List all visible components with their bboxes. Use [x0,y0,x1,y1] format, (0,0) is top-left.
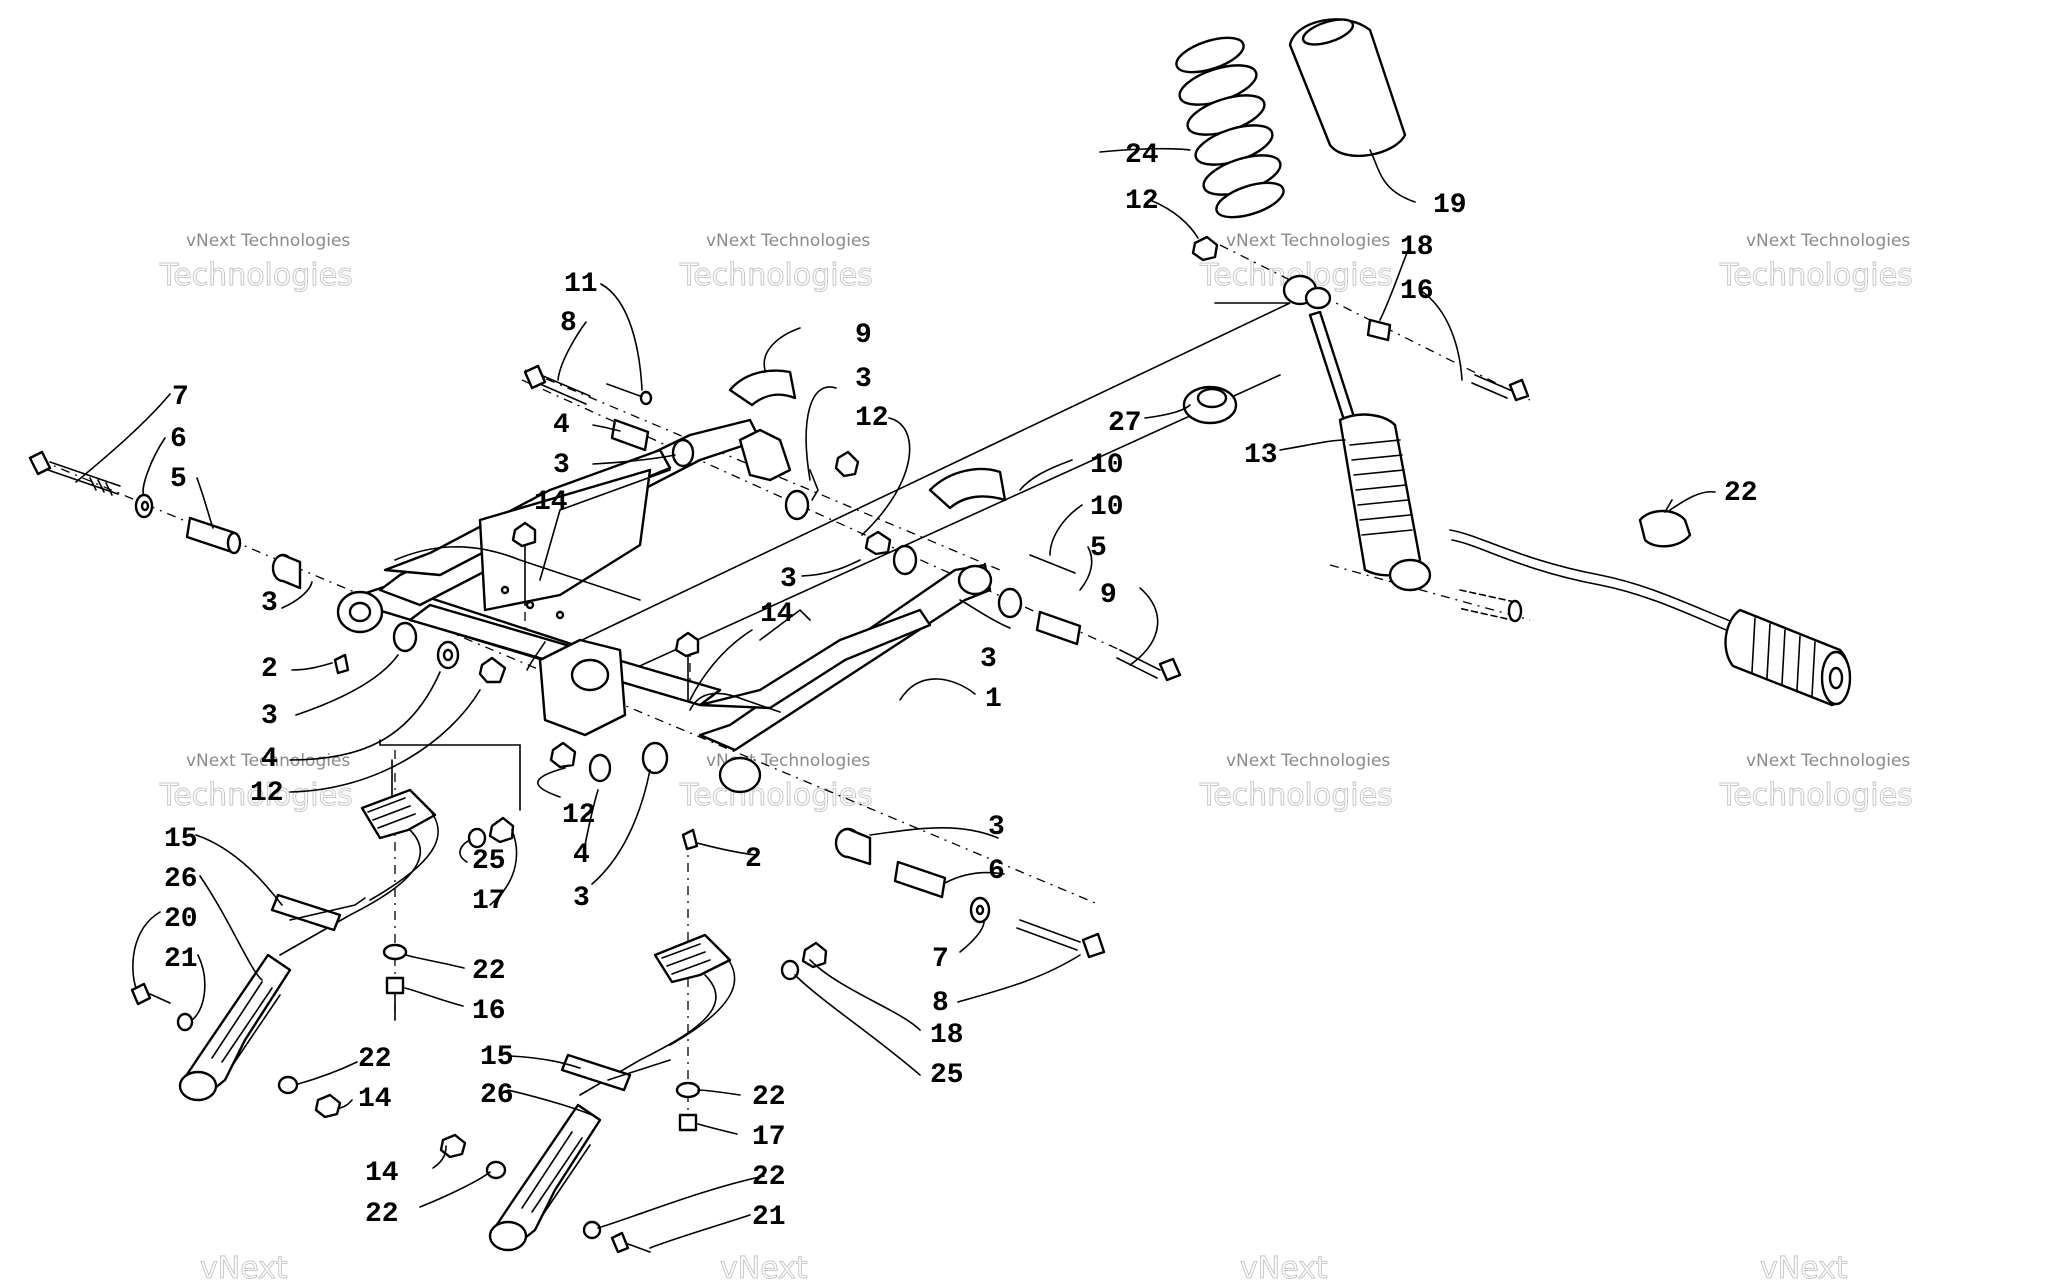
callout-17: 17 [752,1122,786,1153]
callout-19: 18 [1400,232,1434,263]
callout-12: 12 [855,403,889,434]
callout-11: 10 [1090,492,1124,523]
watermark-big: Technologies [159,778,353,813]
callout-26: 26 [480,1080,514,1111]
callout-25: 25 [930,1060,964,1091]
callout-8: 8 [932,988,949,1019]
callout-23: 22 [1724,478,1758,509]
callout-25: 25 [472,846,506,877]
callout-7: 7 [932,944,949,975]
callout-3: 3 [855,364,872,395]
shock-absorber [1175,18,1852,707]
footrest-left [130,788,515,1119]
callout-1: 1 [985,684,1002,715]
watermark-big: vNext [1240,1251,1328,1280]
callout-4: 4 [573,840,590,871]
callout-3: 3 [988,812,1005,843]
callout-17: 16 [472,996,506,1027]
callout-3: 3 [980,644,997,675]
callout-11: 11 [564,269,598,300]
watermark-text: vNext Technologies [706,231,870,251]
rear-pivot-hardware [549,741,1106,959]
callout-18: 18 [930,1020,964,1051]
watermark-text: vNext Technologies [1746,231,1910,251]
callout-22: 21 [164,944,198,975]
callout-6: 5 [170,464,187,495]
callout-21: 21 [752,1202,786,1233]
watermark-big: Technologies [159,258,353,293]
callout-14: 14 [534,487,568,518]
callout-8: 7 [172,382,189,413]
watermark-text: vNext Technologies [186,231,350,251]
callout-3: 3 [553,450,570,481]
swing-arm-frame [336,418,993,794]
callout-3: 3 [573,883,590,914]
watermark-big: Technologies [1199,778,1393,813]
callout-3: 3 [780,564,797,595]
watermark-text: vNext Technologies [1226,751,1390,771]
callout-12: 12 [1125,186,1159,217]
callout-labels: 7 6 5 3 2 3 4 12 11 8 4 3 14 9 3 12 10 1… [164,140,1758,1233]
callout-14: 14 [358,1084,392,1115]
callout-10: 10 [1090,450,1124,481]
watermark-text: vNext Technologies [1226,231,1390,251]
watermark-big: Technologies [1719,258,1913,293]
watermark-text: vNext Technologies [186,751,350,771]
callout-22: 22 [752,1162,786,1193]
footrest-right [439,933,828,1254]
callout-10: 9 [855,320,872,351]
callout-27: 27 [1108,408,1142,439]
callout-9: 8 [560,308,577,339]
watermark-big: vNext [1760,1251,1848,1280]
callout-5: 4 [553,410,570,441]
callout-24: 24 [1125,140,1159,171]
callout-6: 6 [988,856,1005,887]
callout-9: 9 [1100,580,1117,611]
callout-22: 22 [752,1082,786,1113]
callout-4: 4 [261,744,278,775]
callout-15: 15 [480,1042,514,1073]
callout-12: 12 [562,800,596,831]
callout-22: 22 [358,1044,392,1075]
watermark-big: vNext [720,1251,808,1280]
watermark-big: Technologies [679,258,873,293]
callout-22: 22 [365,1199,399,1230]
watermark-big: vNext [200,1251,288,1280]
callout-13: 13 [1244,440,1278,471]
callout-2: 2 [261,654,278,685]
callout-14: 14 [760,599,794,630]
callout-2: 2 [745,844,762,875]
callout-3: 3 [261,701,278,732]
callout-15: 15 [164,824,198,855]
callout-18: 17 [472,886,506,917]
upper-pivot-hardware [511,364,1182,701]
callout-3: 3 [261,588,278,619]
callout-26: 26 [164,864,198,895]
watermark-layer: Technologies vNext Technologies Technolo… [159,231,1914,1280]
watermark-big: Technologies [1719,778,1913,813]
leader-lines [75,147,1716,1249]
callout-5: 5 [1090,533,1107,564]
callout-22: 22 [472,956,506,987]
watermark-text: vNext Technologies [1746,751,1910,771]
callout-16: 16 [1400,276,1434,307]
callout-20: 19 [1433,190,1467,221]
front-pivot-hardware [28,450,507,684]
spring [1175,36,1285,219]
callout-14: 14 [365,1158,399,1189]
watermark-big: Technologies [679,778,873,813]
callout-12: 12 [250,778,284,809]
callout-21: 20 [164,904,198,935]
callout-7: 6 [170,424,187,455]
boot [1288,18,1407,158]
